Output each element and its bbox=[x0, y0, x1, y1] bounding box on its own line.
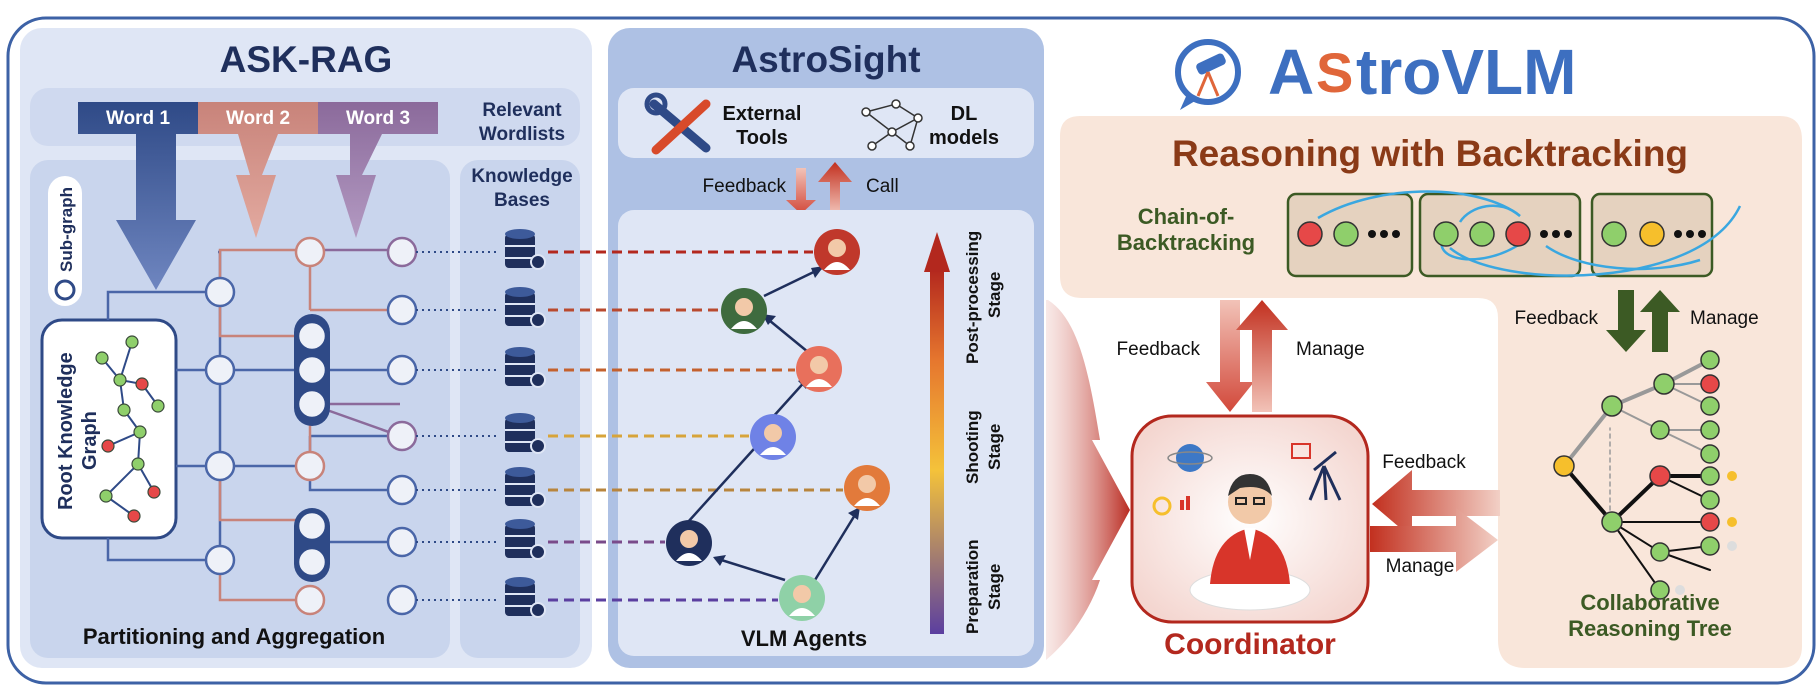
tools-strip bbox=[618, 88, 1034, 158]
astrovlm-logo-a: A bbox=[1268, 36, 1314, 108]
database-icon bbox=[505, 467, 546, 508]
feedback-label-right: Feedback bbox=[1382, 452, 1466, 473]
vlm-agent-avatar bbox=[750, 414, 796, 460]
feedback-label-tree: Feedback bbox=[1515, 308, 1599, 329]
agent-dashed-links bbox=[548, 250, 843, 602]
chain-ellipsis bbox=[1368, 230, 1706, 238]
stage-gradient-bar bbox=[930, 270, 944, 634]
stage-prep-1: Preparation bbox=[963, 540, 982, 634]
stage-post-1: Post-processing bbox=[963, 231, 982, 364]
database-icon bbox=[505, 519, 546, 560]
subgraph-node-icon bbox=[54, 279, 76, 301]
chain-label-1: Chain-of- bbox=[1138, 204, 1235, 229]
call-label: Call bbox=[866, 176, 899, 197]
dl-label-2: models bbox=[929, 127, 999, 149]
reasoning-title: Reasoning with Backtracking bbox=[1172, 133, 1688, 174]
tree-nodes bbox=[204, 236, 418, 616]
astrosight-title: AstroSight bbox=[731, 39, 920, 80]
vlm-agent-avatar bbox=[779, 575, 825, 621]
database-icon bbox=[505, 413, 546, 454]
kb-label-1: Knowledge bbox=[471, 166, 572, 187]
feedback-label-top: Feedback bbox=[1117, 339, 1201, 360]
word3-funnel bbox=[318, 102, 438, 238]
tree-feedback-arrow bbox=[1372, 470, 1500, 538]
relevant-label-2: Wordlists bbox=[479, 124, 565, 145]
word-2-label: Word 2 bbox=[226, 108, 290, 129]
neural-network-icon bbox=[861, 99, 923, 151]
stage-shoot-1: Shooting bbox=[963, 410, 982, 484]
tree-manage-up bbox=[1640, 290, 1680, 352]
stage-arrow-head bbox=[924, 232, 950, 272]
astrosight-to-coordinator-arrow bbox=[1046, 300, 1130, 660]
database-icons bbox=[505, 229, 546, 618]
astrovlm-logo-s: S bbox=[1316, 41, 1353, 104]
coordinator-label: Coordinator bbox=[1164, 628, 1336, 661]
manage-label-right: Manage bbox=[1386, 556, 1455, 577]
database-icon bbox=[505, 287, 546, 328]
stage-shoot-2: Stage bbox=[985, 424, 1004, 470]
database-icon bbox=[505, 577, 546, 618]
call-arrow-up bbox=[818, 162, 852, 214]
astrovlm-panel: A S troVLM Reasoning with Backtracking C… bbox=[1060, 36, 1802, 668]
relevant-label-1: Relevant bbox=[482, 100, 562, 121]
word-3-label: Word 3 bbox=[346, 108, 410, 129]
subgraph-pill bbox=[48, 176, 82, 306]
coordinator-figure bbox=[1152, 443, 1342, 611]
feedback-arrow-down bbox=[786, 168, 816, 214]
subgraph-label: Sub-graph bbox=[57, 187, 76, 272]
coordinator-feedback-arrow bbox=[1206, 300, 1254, 412]
tree-label-1: Collaborative bbox=[1580, 590, 1719, 615]
vlm-agent-avatar bbox=[814, 229, 860, 275]
feedback-label-astrosight: Feedback bbox=[703, 176, 787, 197]
mini-graph-nodes bbox=[95, 335, 165, 523]
tree-label-2: Reasoning Tree bbox=[1568, 616, 1732, 641]
ask-rag-title: ASK-RAG bbox=[220, 39, 393, 80]
root-graph-label-2: Graph bbox=[79, 411, 101, 470]
stage-prep-2: Stage bbox=[985, 564, 1004, 610]
lightbulb-icons bbox=[1675, 471, 1737, 595]
tree-manage-arrow bbox=[1370, 508, 1498, 572]
astrosight-panel: AstroSight External Tools DL models Feed… bbox=[548, 28, 1044, 668]
reasoning-tree-nodes bbox=[1553, 350, 1720, 600]
root-graph-label-1: Root Knowledge bbox=[55, 352, 77, 510]
coordinator-manage-arrow bbox=[1236, 300, 1288, 412]
backtracking-arcs bbox=[1317, 190, 1742, 277]
word1-funnel bbox=[78, 102, 198, 290]
vlm-agents-label: VLM Agents bbox=[741, 626, 867, 651]
knowledge-bases-column bbox=[460, 160, 580, 658]
manage-label-tree: Manage bbox=[1690, 308, 1759, 329]
vlm-agent-avatar bbox=[666, 520, 712, 566]
tools-icon bbox=[644, 92, 711, 155]
vlm-agent-avatars bbox=[666, 229, 890, 621]
chain-label-2: Backtracking bbox=[1117, 230, 1255, 255]
word2-funnel bbox=[198, 102, 318, 238]
tree-feedback-down bbox=[1606, 290, 1646, 352]
reasoning-tree-edges bbox=[1562, 358, 1712, 591]
partition-footer: Partitioning and Aggregation bbox=[83, 624, 385, 649]
database-icon bbox=[505, 229, 546, 270]
vlm-agent-avatar bbox=[721, 288, 767, 334]
kb-label-2: Bases bbox=[494, 190, 550, 211]
vlm-agent-avatar bbox=[844, 465, 890, 511]
dl-label-1: DL bbox=[951, 103, 978, 125]
database-icon bbox=[505, 347, 546, 388]
chain-nodes bbox=[1297, 221, 1665, 247]
vlm-agent-avatar bbox=[796, 346, 842, 392]
stage-post-2: Stage bbox=[985, 272, 1004, 318]
external-tools-label-1: External bbox=[723, 103, 802, 125]
ask-rag-panel: ASK-RAG Word 1 Word 2 Word 3 Relevant Wo… bbox=[20, 28, 592, 668]
db-dotted-links bbox=[416, 251, 500, 601]
word-1-label: Word 1 bbox=[106, 108, 170, 129]
astrovlm-logo-text: troVLM bbox=[1356, 36, 1576, 108]
external-tools-label-2: Tools bbox=[736, 127, 788, 149]
astrovlm-logo-icon bbox=[1175, 39, 1241, 110]
manage-label-top: Manage bbox=[1296, 339, 1365, 360]
